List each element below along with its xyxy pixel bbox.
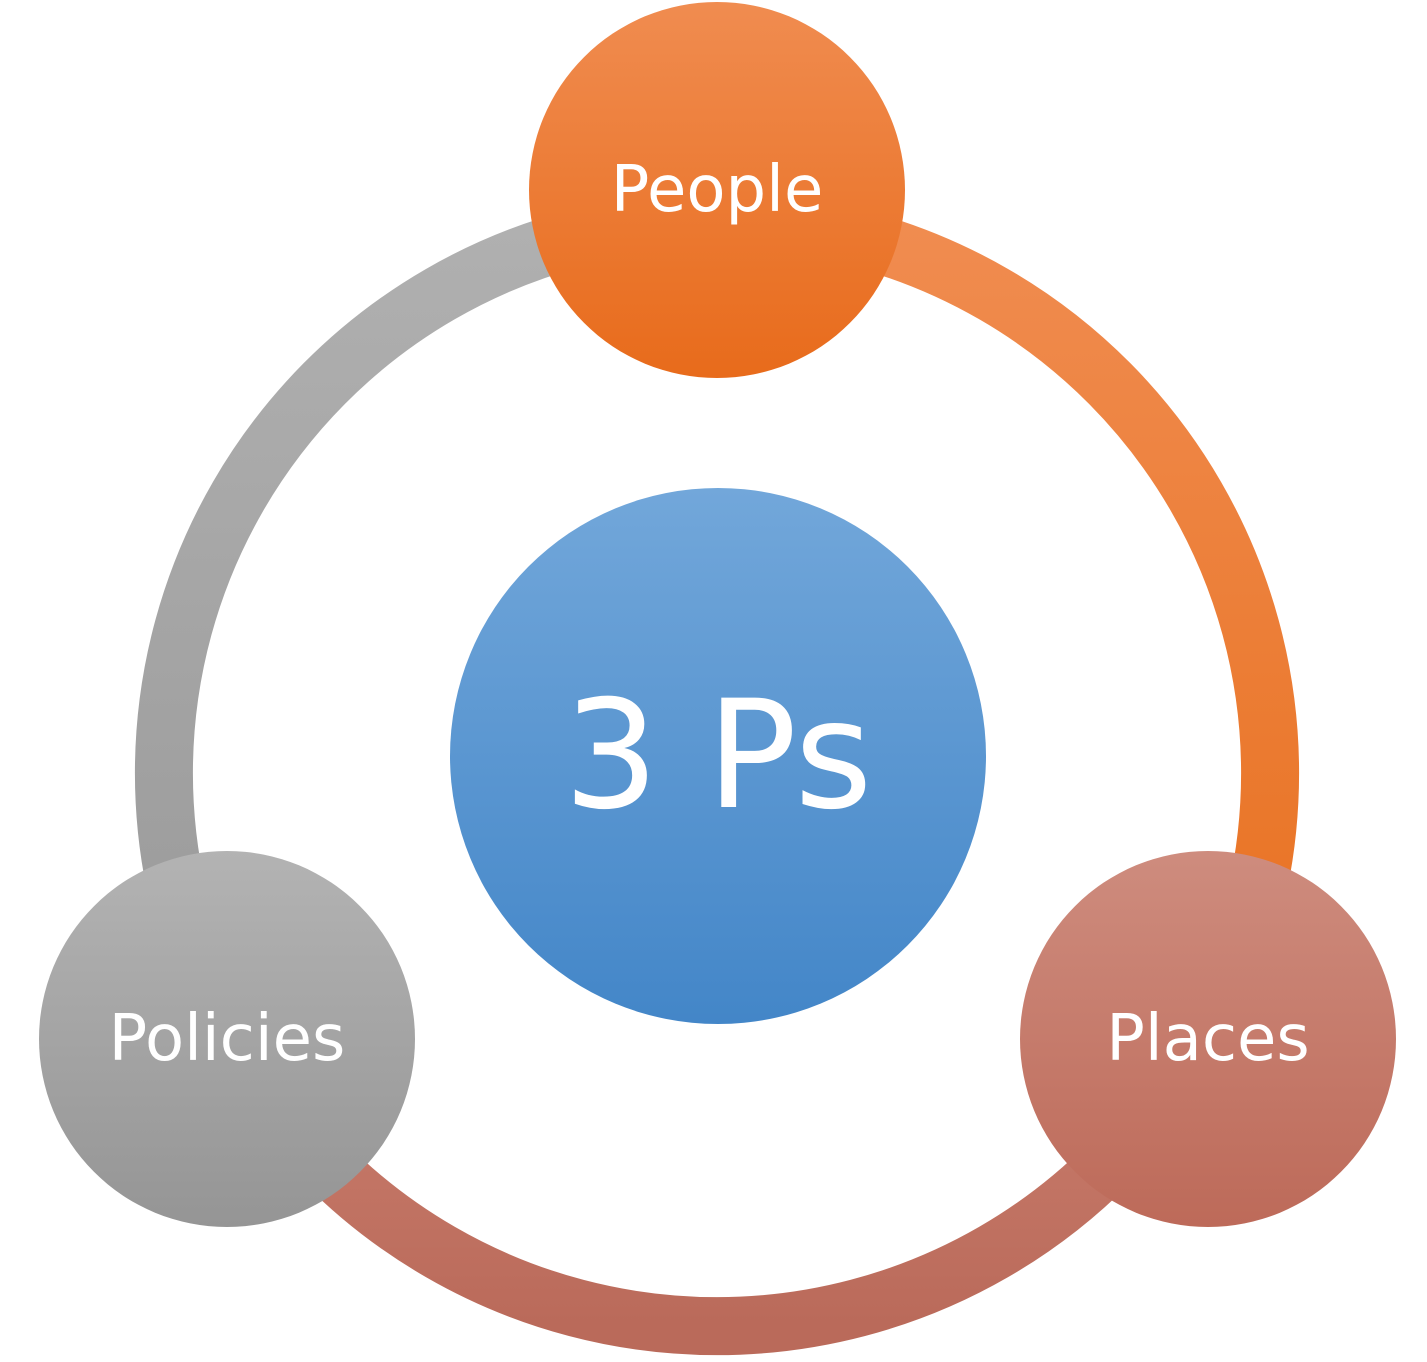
node-people: People: [529, 2, 905, 378]
policies-circle: [39, 851, 415, 1227]
people-circle: [529, 2, 905, 378]
places-circle: [1020, 851, 1396, 1227]
center-label: 3 Ps: [563, 669, 872, 843]
node-places: Places: [1020, 851, 1396, 1227]
policies-label: Policies: [109, 1002, 346, 1076]
arc-places-to-policies: [212, 1034, 1222, 1356]
center-node: 3 Ps: [450, 488, 986, 1024]
people-label: People: [611, 153, 824, 227]
node-policies: Policies: [39, 851, 415, 1227]
places-label: Places: [1106, 1002, 1310, 1076]
center-circle: [450, 488, 986, 1024]
